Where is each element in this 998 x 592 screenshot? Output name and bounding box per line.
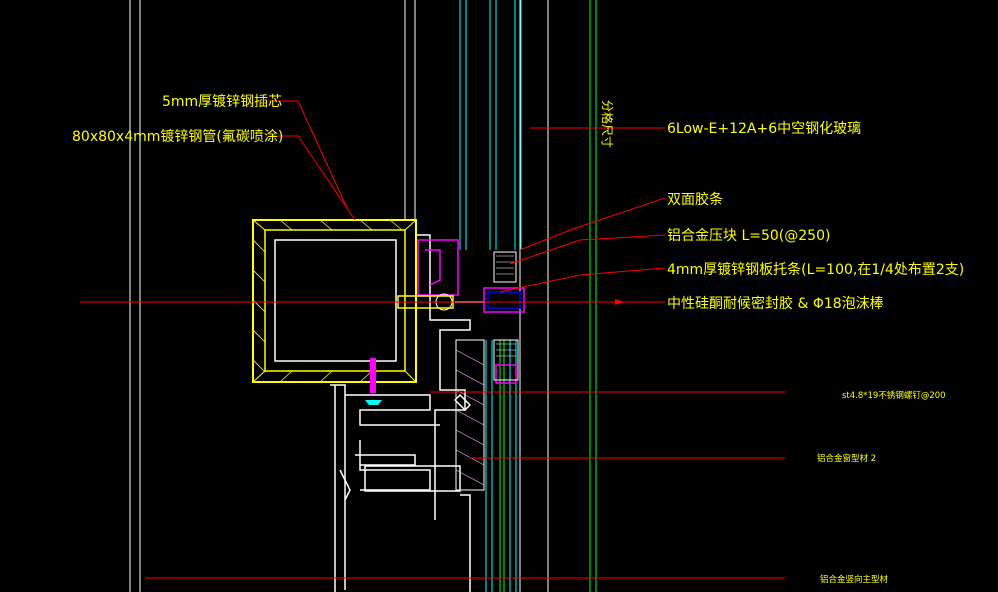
annotations: 5mm厚镀锌钢插芯 80x80x4mm镀锌钢管(氟碳喷涂) 6Low-E+12A…: [72, 93, 964, 585]
label-steel-tube: 80x80x4mm镀锌钢管(氟碳喷涂): [72, 128, 283, 145]
section-cut-line: [80, 299, 625, 305]
label-glass: 6Low-E+12A+6中空钢化玻璃: [667, 120, 861, 137]
reference-lines: [129, 0, 597, 592]
label-profile-2: 铝合金窗型材 2: [817, 453, 876, 464]
label-sealant: 中性硅酮耐候密封胶 & Φ18泡沫棒: [667, 295, 884, 312]
label-module-size: 分格尺寸: [600, 100, 615, 148]
label-double-tape: 双面胶条: [667, 191, 723, 208]
screw: [365, 358, 382, 405]
aluminum-frame-profile: [330, 234, 472, 592]
gaskets: [417, 239, 525, 384]
steel-tube-80x80: [252, 219, 417, 383]
label-screw: st4.8*19不锈钢螺钉@200: [842, 390, 946, 401]
leader-lines: [145, 100, 785, 579]
label-pressure-block: 铝合金压块 L=50(@250): [667, 228, 830, 244]
label-steel-insert: 5mm厚镀锌钢插芯: [162, 93, 282, 110]
label-support-plate: 4mm厚镀锌钢板托条(L=100,在1/4处布置2支): [667, 261, 964, 278]
label-main-profile: 铝合金竖向主型材: [820, 574, 889, 585]
insulation-block: [455, 339, 519, 491]
glass-unit-lower-green: [499, 340, 505, 592]
